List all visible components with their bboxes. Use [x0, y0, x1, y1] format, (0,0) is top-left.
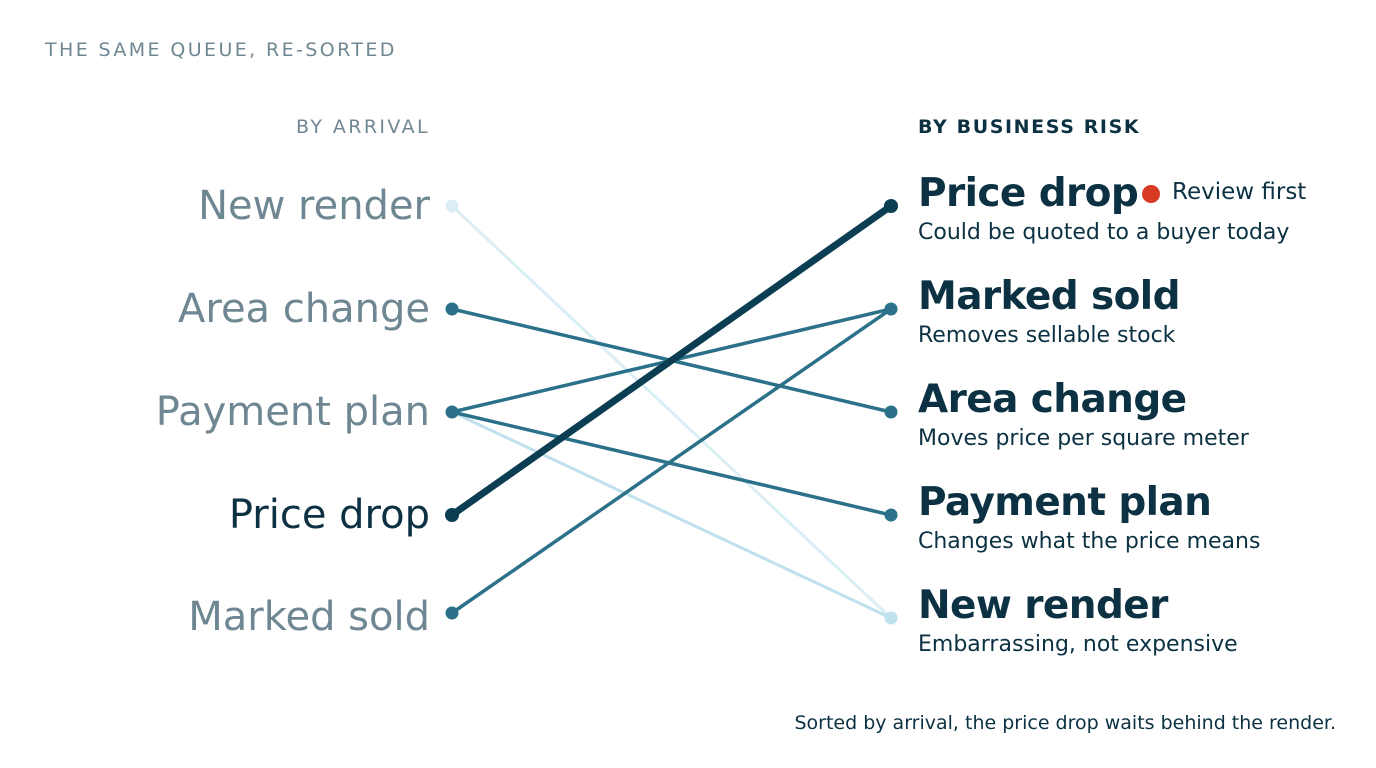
- connector-3-to-0: [448, 202, 895, 519]
- left-item-payment-plan: Payment plan: [155, 389, 430, 435]
- right-node-4: [884, 611, 898, 625]
- left-node-4: [445, 606, 459, 620]
- left-item-new-render: New render: [198, 183, 430, 229]
- right-item-payment-plan-title: Payment plan: [918, 480, 1212, 525]
- connector-4-to-1: [450, 307, 893, 615]
- right-item-marked-sold-title: Marked sold: [918, 274, 1180, 319]
- right-item-marked-sold-desc: Removes sellable stock: [918, 323, 1176, 348]
- review-first-dot: [1142, 185, 1160, 203]
- left-item-area-change: Area change: [178, 286, 430, 332]
- right-item-price-drop-desc: Could be quoted to a buyer today: [918, 220, 1290, 245]
- right-node-2: [884, 405, 898, 419]
- right-node-0: [884, 199, 898, 213]
- left-item-price-drop: Price drop: [228, 492, 430, 538]
- footnote: Sorted by arrival, the price drop waits …: [794, 712, 1336, 734]
- right-item-payment-plan-desc: Changes what the price means: [918, 529, 1261, 554]
- right-item-new-render-desc: Embarrassing, not expensive: [918, 632, 1238, 657]
- right-item-new-render-title: New render: [918, 583, 1168, 628]
- connector-0-to-4: [450, 204, 893, 620]
- right-node-3: [884, 508, 898, 522]
- left-column-heading: BY ARRIVAL: [295, 116, 430, 138]
- right-item-price-drop-title: Price drop: [918, 171, 1139, 216]
- left-node-2: [445, 405, 459, 419]
- diagram-kicker: THE SAME QUEUE, RE-SORTED: [45, 39, 397, 61]
- left-node-3: [445, 508, 459, 522]
- right-item-area-change-desc: Moves price per square meter: [918, 426, 1249, 451]
- connector-2-to-4: [450, 410, 893, 620]
- left-item-marked-sold: Marked sold: [188, 594, 430, 640]
- right-node-1: [884, 302, 898, 316]
- connector-2-to-3: [450, 410, 893, 517]
- left-node-0: [445, 199, 459, 213]
- right-column-heading: BY BUSINESS RISK: [918, 116, 1141, 138]
- right-item-area-change-title: Area change: [918, 377, 1187, 422]
- review-first-label: Review first: [1172, 179, 1307, 205]
- left-node-1: [445, 302, 459, 316]
